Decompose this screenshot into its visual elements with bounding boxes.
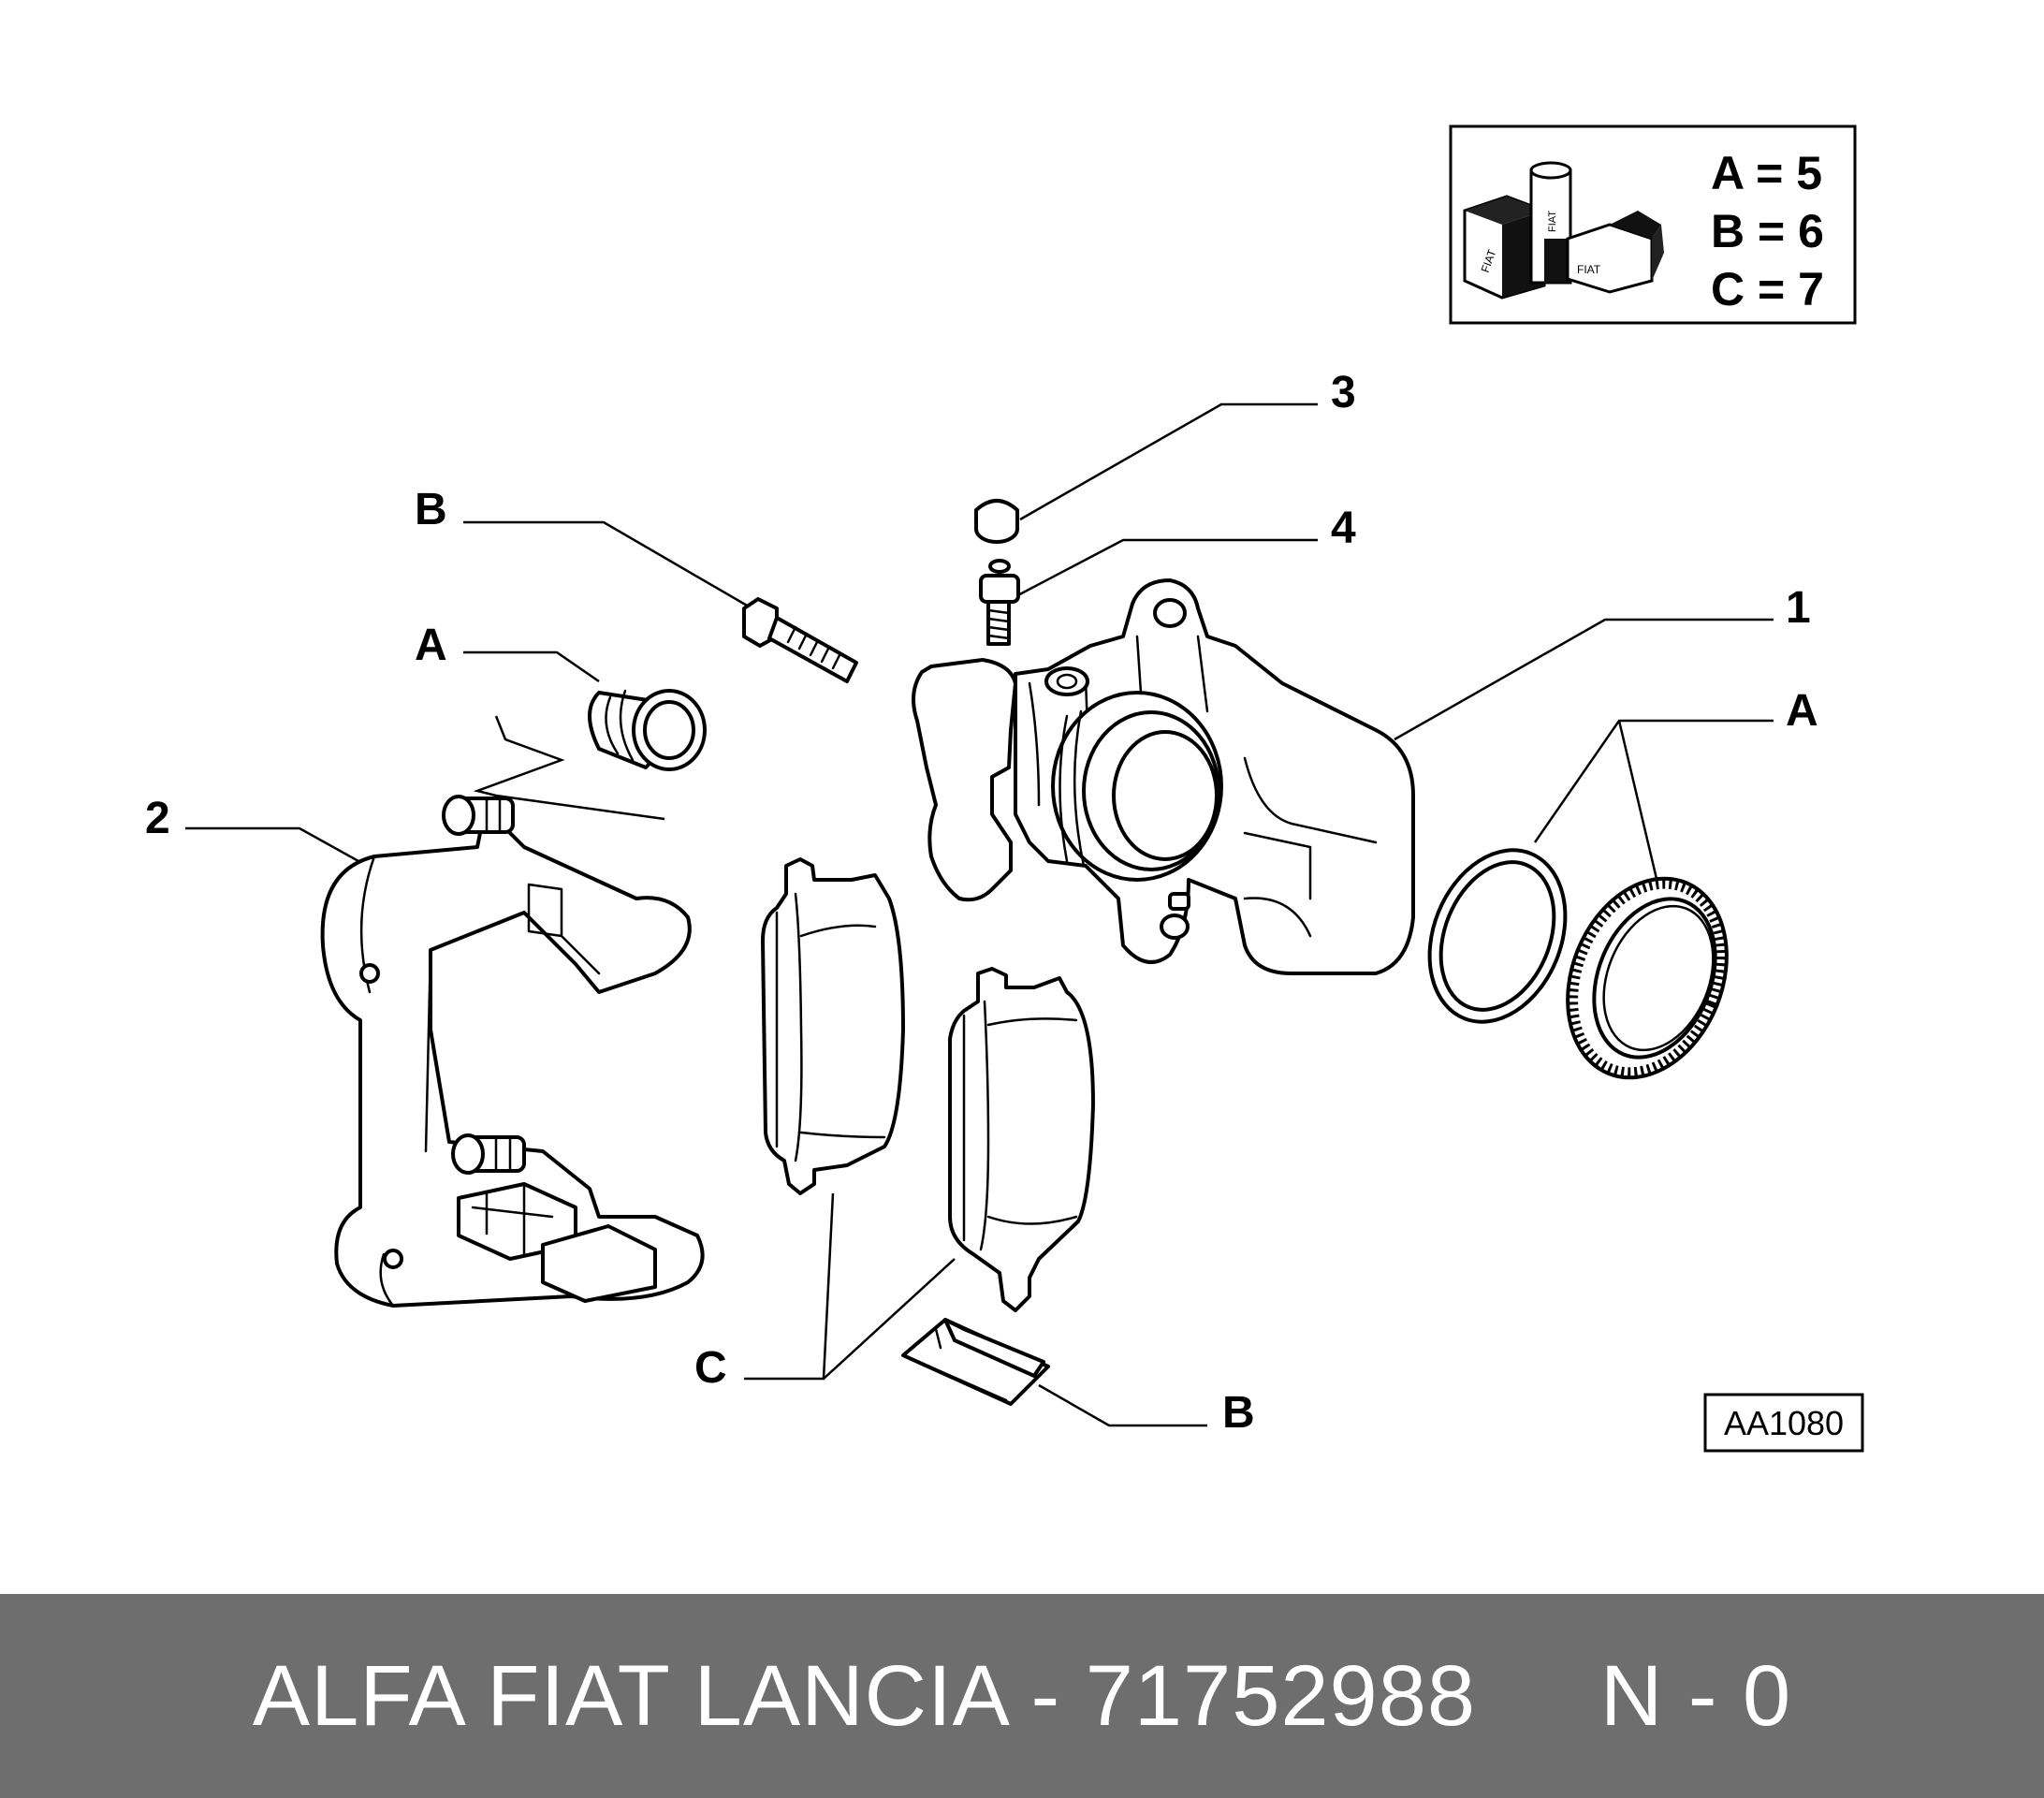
- part-2-caliper-bracket: [320, 795, 705, 1308]
- fiat-kit-box-icon: FIAT FIAT FIAT: [1463, 161, 1664, 300]
- callout-2: 2: [145, 794, 170, 843]
- part-3-dust-cap: [974, 499, 1019, 544]
- footer-title: ALFA FIAT LANCIA - 71752988 N - 0: [252, 1647, 1792, 1744]
- callout-c-pads: C: [694, 1343, 727, 1393]
- leader-lines: [185, 402, 1774, 1427]
- callout-a-boot: A: [415, 621, 447, 670]
- callout-4: 4: [1331, 504, 1356, 553]
- legend-line-a: A = 5: [1711, 147, 1822, 199]
- piston-seal-ring: [1427, 848, 1568, 1024]
- svg-text:FIAT: FIAT: [1547, 211, 1558, 232]
- legend-line-c: C = 7: [1711, 263, 1824, 315]
- part-1-caliper-body: [912, 578, 1415, 975]
- piston-dust-boot: [588, 689, 707, 771]
- svg-text:FIAT: FIAT: [1577, 263, 1601, 276]
- brake-caliper-exploded-diagram: FIAT FIAT FIAT A = 5 B = 6 C = 7 3 4 1 A…: [145, 124, 1864, 1453]
- diagram-code-box: AA1080: [1703, 1393, 1864, 1453]
- guide-bolt: [742, 597, 858, 683]
- legend-box: FIAT FIAT FIAT A = 5 B = 6 C = 7: [1449, 124, 1857, 325]
- diagram-code: AA1080: [1724, 1404, 1844, 1442]
- legend-line-b: B = 6: [1711, 205, 1824, 257]
- brake-pad-outer: [948, 967, 1095, 1312]
- callout-a-seals: A: [1786, 686, 1818, 736]
- brake-pad-inner: [761, 857, 905, 1195]
- callout-3: 3: [1331, 368, 1356, 417]
- part-4-bleed-screw: [979, 559, 1020, 646]
- piston-dust-seal: [1566, 876, 1729, 1080]
- callout-1: 1: [1786, 583, 1811, 633]
- callout-b-bolt: B: [415, 485, 447, 534]
- pad-spring-clip: [901, 1318, 1050, 1406]
- callout-b-clip: B: [1222, 1388, 1255, 1438]
- footer-bar: ALFA FIAT LANCIA - 71752988 N - 0: [0, 1594, 2044, 1798]
